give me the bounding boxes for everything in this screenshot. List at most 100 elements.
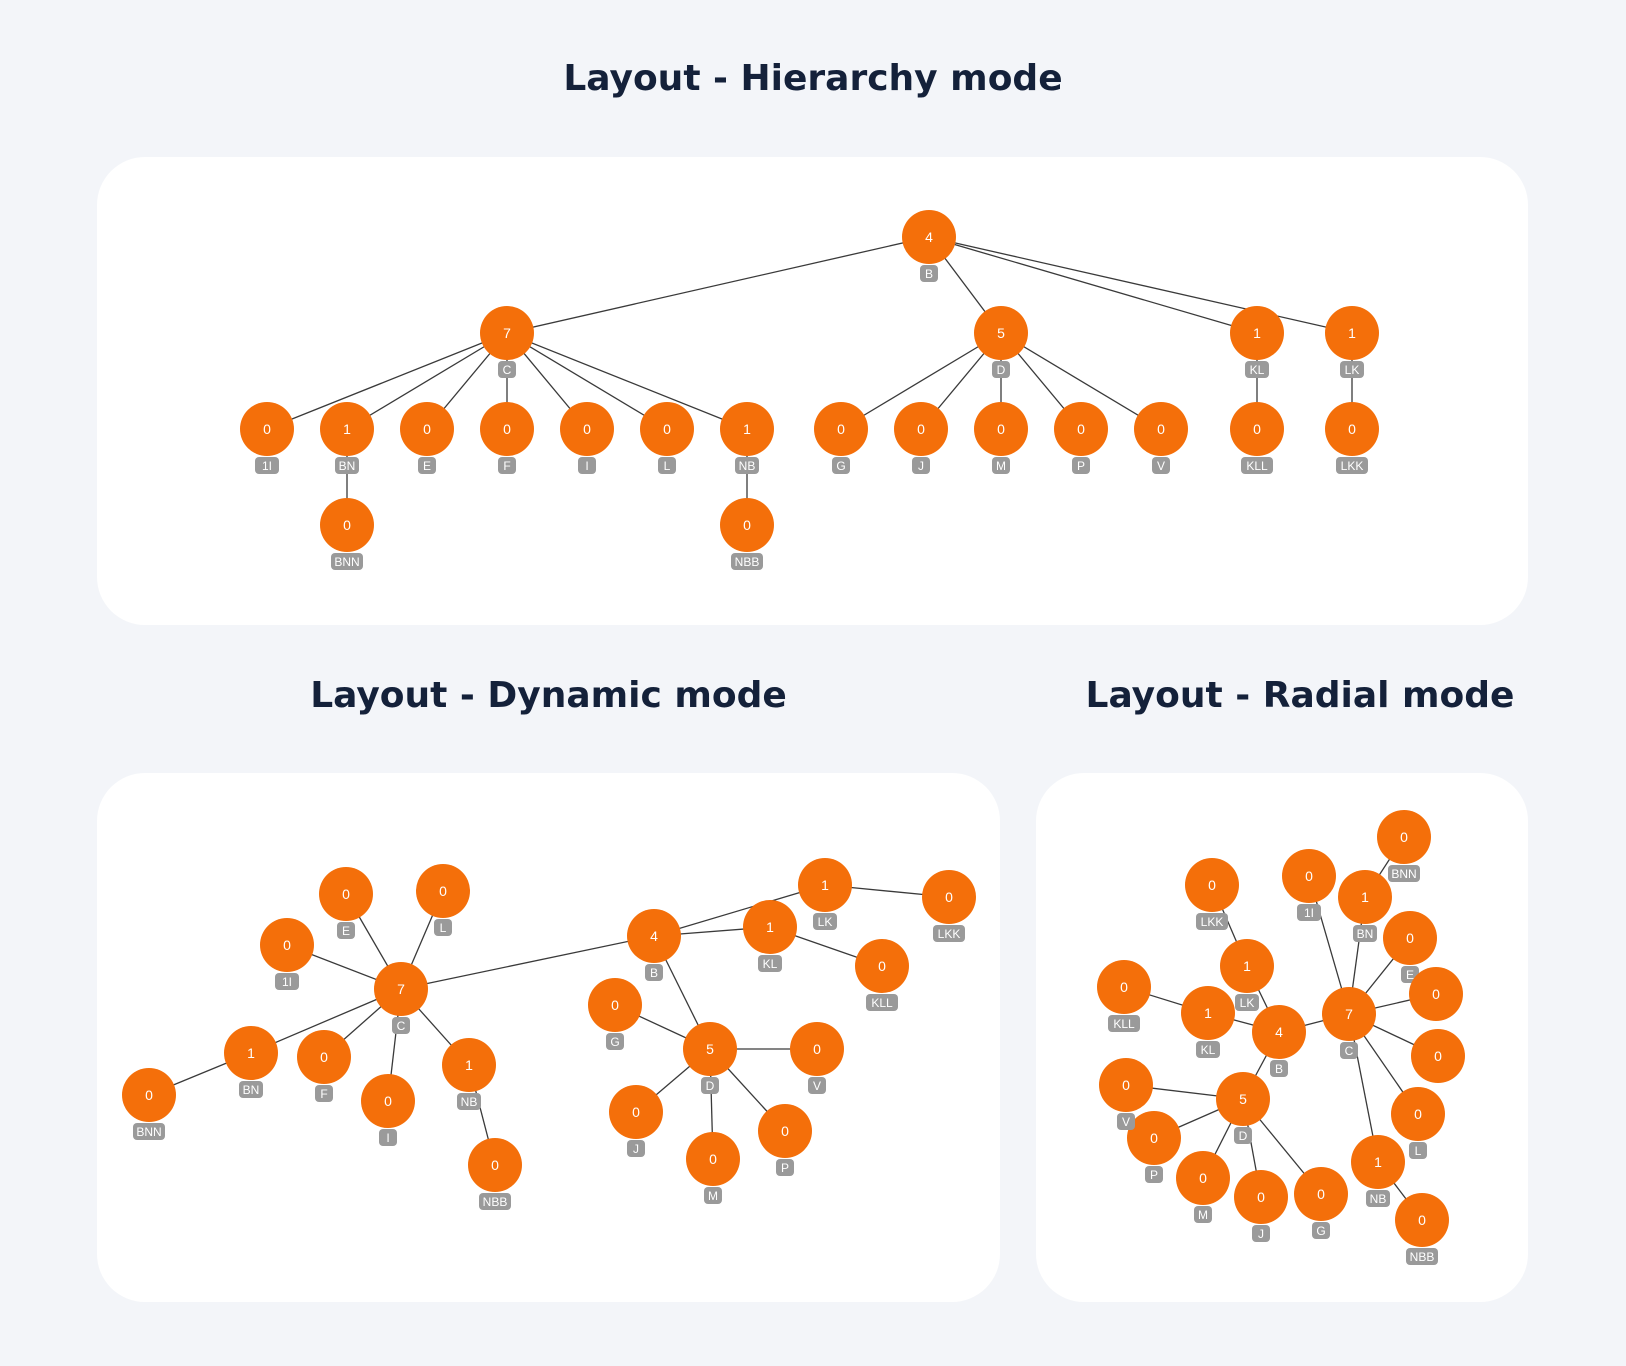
node-j[interactable]: 0J <box>1234 1170 1288 1242</box>
node-circle[interactable] <box>1411 1029 1465 1083</box>
node-f[interactable]: 0F <box>480 402 534 474</box>
node-c[interactable]: 7C <box>480 306 534 378</box>
node-circle[interactable] <box>758 1104 812 1158</box>
node-circle[interactable] <box>922 870 976 924</box>
node-circle[interactable] <box>1185 858 1239 912</box>
node-circle[interactable] <box>361 1074 415 1128</box>
node-circle[interactable] <box>480 306 534 360</box>
node-nb[interactable]: 1NB <box>442 1038 496 1110</box>
node-circle[interactable] <box>743 900 797 954</box>
node-circle[interactable] <box>627 909 681 963</box>
node-circle[interactable] <box>297 1030 351 1084</box>
node-circle[interactable] <box>1230 402 1284 456</box>
node-p[interactable]: 0P <box>1127 1111 1181 1183</box>
node-g[interactable]: 0G <box>1294 1167 1348 1239</box>
node-circle[interactable] <box>640 402 694 456</box>
node-l[interactable]: 0L <box>1391 1087 1445 1159</box>
node-i[interactable]: 0I <box>560 402 614 474</box>
node-circle[interactable] <box>609 1085 663 1139</box>
node-circle[interactable] <box>416 864 470 918</box>
node-circle[interactable] <box>1383 911 1437 965</box>
node-circle[interactable] <box>1391 1087 1445 1141</box>
node-nb[interactable]: 1NB <box>1351 1135 1405 1207</box>
node-g[interactable]: 0G <box>814 402 868 474</box>
node-circle[interactable] <box>224 1026 278 1080</box>
node-circle[interactable] <box>902 210 956 264</box>
node-circle[interactable] <box>1097 960 1151 1014</box>
node-circle[interactable] <box>1127 1111 1181 1165</box>
node-circle[interactable] <box>1338 870 1392 924</box>
node-bn[interactable]: 1BN <box>224 1026 278 1098</box>
node-circle[interactable] <box>1181 986 1235 1040</box>
node-p[interactable]: 0P <box>758 1104 812 1176</box>
node-g[interactable]: 0G <box>588 978 642 1050</box>
node-circle[interactable] <box>1395 1193 1449 1247</box>
node-1i[interactable]: 01I <box>1282 849 1336 921</box>
node-circle[interactable] <box>400 402 454 456</box>
node-j[interactable]: 0J <box>609 1085 663 1157</box>
node-c[interactable]: 7C <box>374 962 428 1034</box>
node-circle[interactable] <box>1325 402 1379 456</box>
node-circle[interactable] <box>1322 987 1376 1041</box>
node-circle[interactable] <box>1234 1170 1288 1224</box>
node-b[interactable]: 4B <box>1252 1005 1306 1077</box>
node-p[interactable]: 0P <box>1054 402 1108 474</box>
node-circle[interactable] <box>442 1038 496 1092</box>
node-circle[interactable] <box>1377 810 1431 864</box>
node-m[interactable]: 0M <box>974 402 1028 474</box>
node-circle[interactable] <box>1134 402 1188 456</box>
node-circle[interactable] <box>974 402 1028 456</box>
hierarchy-graph[interactable]: 4B7C5D1KL1LK01I1BN0E0F0I0L1NB0G0J0M0P0V0… <box>97 157 1528 625</box>
node-circle[interactable] <box>240 402 294 456</box>
node-circle[interactable] <box>1230 306 1284 360</box>
node-1i[interactable]: 01I <box>240 402 294 474</box>
node-d[interactable]: 5D <box>1216 1072 1270 1144</box>
node-circle[interactable] <box>1216 1072 1270 1126</box>
node-lk[interactable]: 1LK <box>798 858 852 930</box>
node-c[interactable]: 7C <box>1322 987 1376 1059</box>
node-circle[interactable] <box>798 858 852 912</box>
node-circle[interactable] <box>1351 1135 1405 1189</box>
node-circle[interactable] <box>374 962 428 1016</box>
node-circle[interactable] <box>1220 939 1274 993</box>
node-lk[interactable]: 1LK <box>1220 939 1274 1011</box>
node-bn[interactable]: 1BN <box>1338 870 1392 942</box>
node-kl[interactable]: 1KL <box>1230 306 1284 378</box>
node-e[interactable]: 0E <box>400 402 454 474</box>
node-l[interactable]: 0L <box>416 864 470 936</box>
node-circle[interactable] <box>320 402 374 456</box>
node-circle[interactable] <box>319 867 373 921</box>
node-circle[interactable] <box>1054 402 1108 456</box>
node-circle[interactable] <box>1294 1167 1348 1221</box>
node-circle[interactable] <box>1099 1058 1153 1112</box>
node-circle[interactable] <box>1409 967 1463 1021</box>
node-circle[interactable] <box>260 918 314 972</box>
node-circle[interactable] <box>855 939 909 993</box>
node-m[interactable]: 0M <box>1176 1151 1230 1223</box>
node-1i[interactable]: 01I <box>260 918 314 990</box>
node-circle[interactable] <box>468 1138 522 1192</box>
node-v[interactable]: 0V <box>1134 402 1188 474</box>
node-d[interactable]: 5D <box>683 1022 737 1094</box>
node-circle[interactable] <box>720 402 774 456</box>
node-j[interactable]: 0J <box>894 402 948 474</box>
node-l[interactable]: 0L <box>640 402 694 474</box>
node-bn[interactable]: 1BN <box>320 402 374 474</box>
node-circle[interactable] <box>480 402 534 456</box>
node-e[interactable]: 0E <box>319 867 373 939</box>
node-b[interactable]: 4B <box>902 210 956 282</box>
